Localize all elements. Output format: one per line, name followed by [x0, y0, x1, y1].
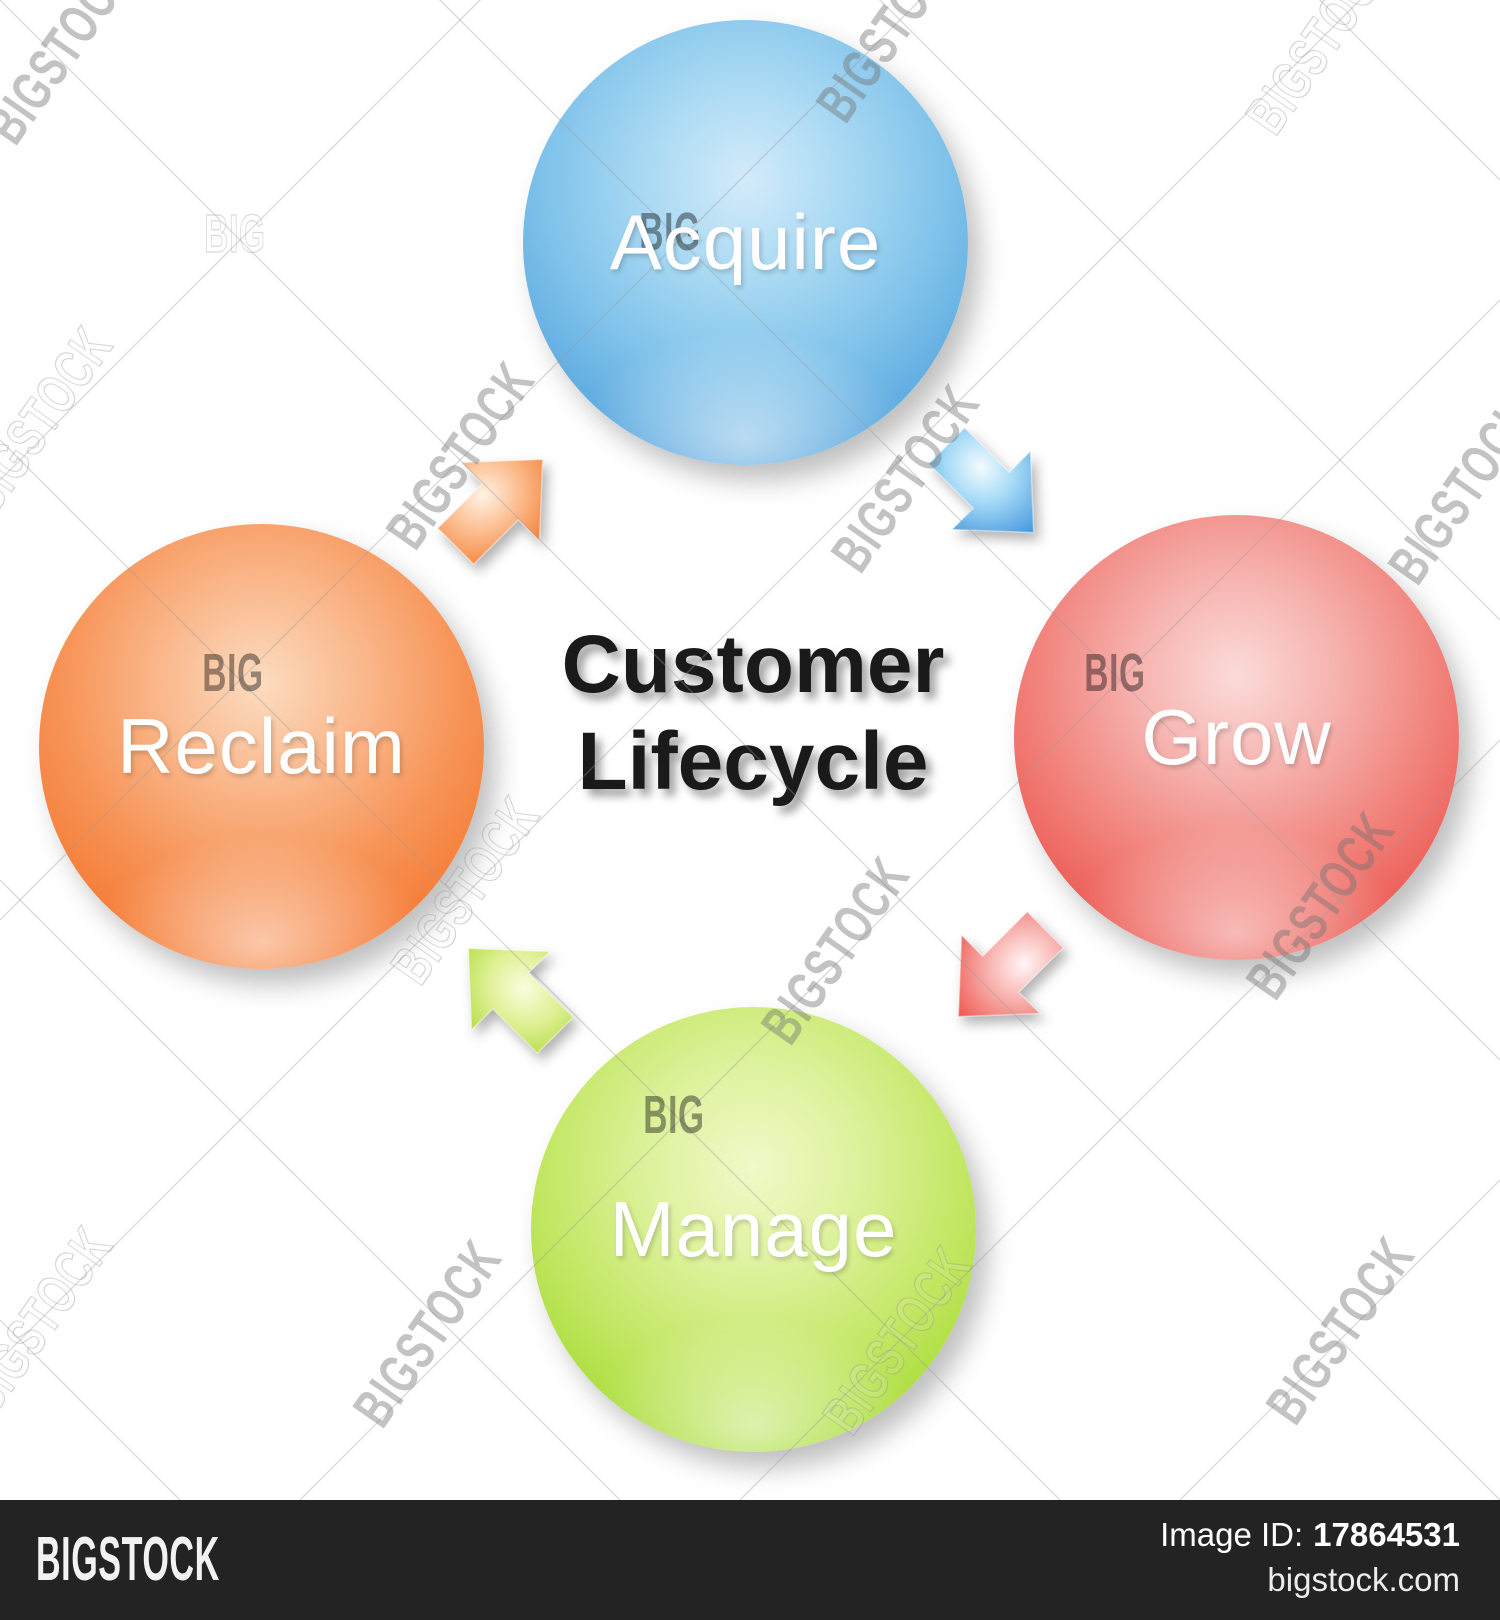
- arrow-acquire-to-grow-icon: [927, 426, 1035, 534]
- bigstock-watermark: BIGSTOCK: [340, 1228, 514, 1438]
- bigstock-watermark: BIGSTOCK: [1375, 385, 1500, 595]
- arrow-grow-to-manage-icon: [957, 910, 1065, 1018]
- diagram-title-line1: Customer: [561, 619, 945, 710]
- node-manage-label: Manage: [609, 1185, 898, 1273]
- big-watermark-outline: BIG: [204, 203, 266, 264]
- node-reclaim-label: Reclaim: [117, 702, 406, 790]
- node-grow-label: Grow: [1141, 693, 1332, 781]
- bigstock-watermark-outline: BIGSTOCK: [1233, 0, 1407, 145]
- bigstock-watermark-outline: BIGSTOCK: [0, 1215, 125, 1425]
- node-reclaim: Reclaim: [39, 524, 484, 969]
- node-grow: Grow: [1014, 515, 1459, 960]
- bigstock-watermark: BIGSTOCK: [0, 0, 147, 155]
- arrow-reclaim-to-acquire-icon: [436, 458, 544, 566]
- image-id-line: Image ID:17864531: [1160, 1518, 1460, 1552]
- bigstock-footer-bar: BIGSTOCK Image ID:17864531 bigstock.com: [0, 1500, 1500, 1620]
- bigstock-logo: BIGSTOCK: [36, 1525, 220, 1594]
- node-acquire: Acquire: [523, 20, 968, 465]
- diagram-title: Customer Lifecycle: [562, 616, 945, 810]
- arrow-manage-to-reclaim-icon: [467, 947, 575, 1055]
- node-acquire-label: Acquire: [609, 198, 882, 286]
- image-id-value: 17864531: [1313, 1516, 1460, 1553]
- bigstock-watermark-outline: BIGSTOCK: [0, 315, 125, 525]
- site-url: bigstock.com: [1267, 1561, 1460, 1598]
- footer-info: Image ID:17864531 bigstock.com: [1160, 1518, 1460, 1597]
- node-manage: Manage: [531, 1007, 976, 1452]
- diagram-title-line2: Lifecycle: [577, 716, 929, 807]
- image-id-label: Image ID:: [1160, 1516, 1304, 1553]
- bigstock-watermark: BIGSTOCK: [1253, 1225, 1427, 1435]
